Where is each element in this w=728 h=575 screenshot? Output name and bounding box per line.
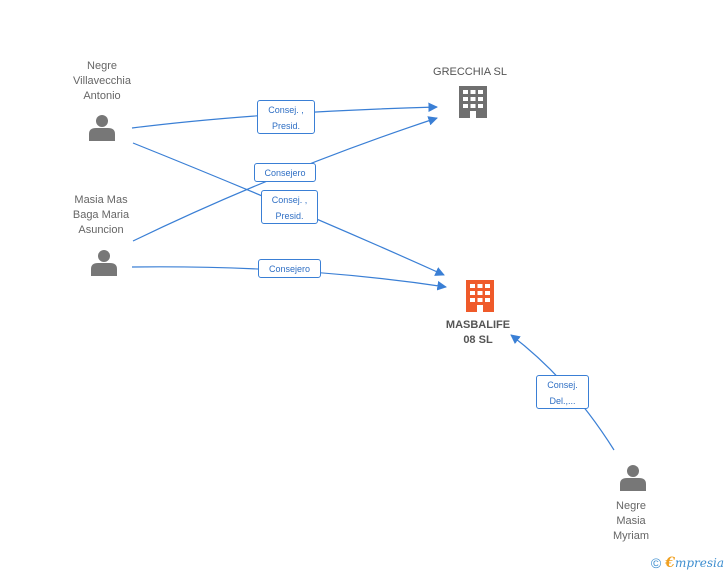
edge-label-e4[interactable]: Consejero <box>258 259 321 278</box>
node-label-masia-mas-baga[interactable]: Masia Mas Baga Maria Asuncion <box>72 194 130 236</box>
brand-footer: © €mpresia <box>651 555 724 571</box>
building-icon[interactable] <box>459 86 487 118</box>
brand-logo[interactable]: €mpresia <box>665 555 724 571</box>
edge-label-e1[interactable]: Consej. , Presid. <box>257 100 315 134</box>
node-label-masbalife[interactable]: MASBALIFE 08 SL <box>445 319 511 346</box>
edge-label-e2[interactable]: Consejero <box>254 163 316 182</box>
person-icon[interactable] <box>620 465 646 491</box>
edge-label-e3[interactable]: Consej. , Presid. <box>261 190 318 224</box>
copyright-icon: © <box>650 555 662 571</box>
node-label-grecchia[interactable]: GRECCHIA SL <box>433 66 507 78</box>
node-label-negre-villavecchia[interactable]: Negre Villavecchia Antonio <box>73 60 131 102</box>
person-icon[interactable] <box>91 250 117 276</box>
node-label-negre-masia-myriam[interactable]: Negre Masia Myriam <box>612 500 650 542</box>
person-icon[interactable] <box>89 115 115 141</box>
edge-label-e5[interactable]: Consej. Del.,... <box>536 375 589 409</box>
building-icon-highlight[interactable] <box>466 280 494 312</box>
